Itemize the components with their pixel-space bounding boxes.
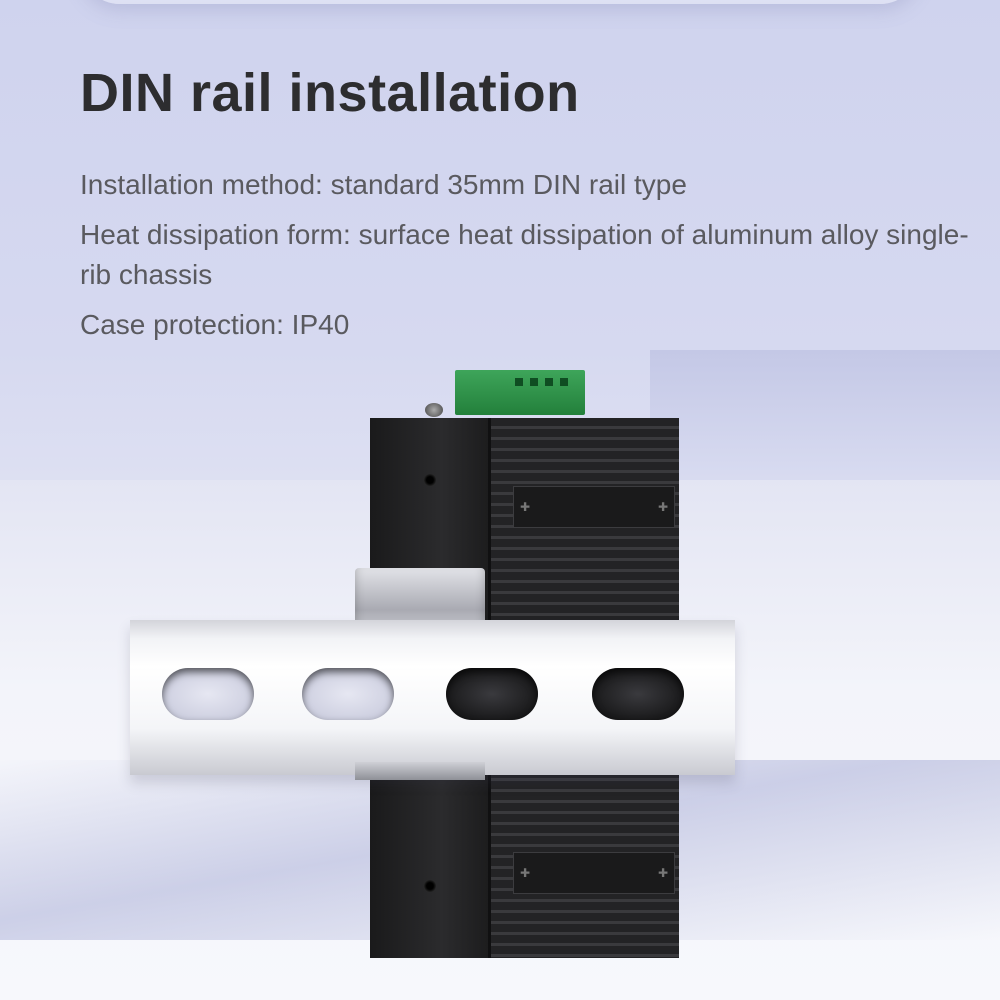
rail-slot bbox=[446, 668, 538, 720]
rail-slot bbox=[592, 668, 684, 720]
top-decorative-bar bbox=[80, 0, 920, 4]
din-rail bbox=[130, 620, 735, 775]
ground-screw bbox=[425, 403, 443, 417]
spec-installation-method: Installation method: standard 35mm DIN r… bbox=[80, 169, 687, 200]
spec-case-protection: Case protection: IP40 bbox=[80, 309, 350, 340]
rail-slot bbox=[162, 668, 254, 720]
page-title: DIN rail installation bbox=[80, 63, 580, 123]
rail-slot bbox=[302, 668, 394, 720]
background-wall bbox=[650, 350, 1000, 485]
spec-list: Installation method: standard 35mm DIN r… bbox=[80, 165, 980, 355]
spec-heat-dissipation: Heat dissipation form: surface heat diss… bbox=[80, 219, 969, 290]
rail-clip-bottom bbox=[355, 762, 485, 780]
terminal-block bbox=[455, 370, 585, 415]
